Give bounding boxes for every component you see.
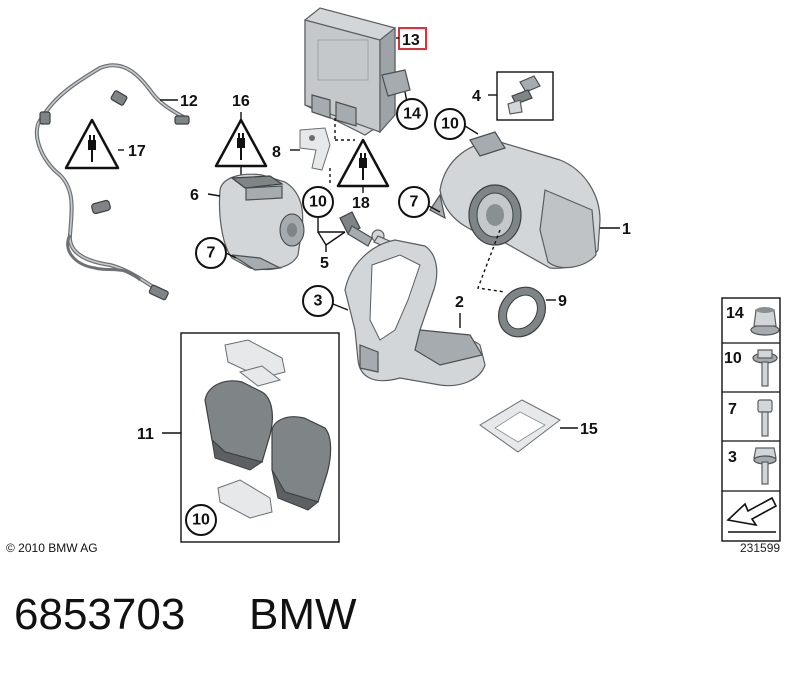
callout-12: 12 (180, 93, 198, 110)
callout-2: 2 (455, 294, 464, 311)
wear-sensor-cable (34, 63, 190, 301)
callout-10-pads: 10 (192, 512, 210, 529)
flange-bolt-icon (752, 349, 778, 387)
caliper-carrier (344, 239, 486, 387)
warning-triangle-16-icon (214, 118, 268, 168)
fastener-legend: 14 10 7 3 (721, 297, 781, 542)
callout-5: 5 (320, 255, 329, 272)
warning-triangle-18-icon (336, 138, 390, 188)
legend-label-3: 3 (728, 449, 737, 466)
callout-7-caliper: 7 (410, 194, 419, 211)
callout-4: 4 (472, 88, 481, 105)
image-number: 231599 (740, 541, 781, 555)
bleeder-valve (496, 71, 554, 121)
callout-8: 8 (272, 144, 281, 161)
grease-sachet (479, 399, 561, 453)
callout-16: 16 (232, 93, 250, 110)
callout-9: 9 (558, 293, 567, 310)
parking-brake-actuator (218, 173, 305, 271)
callout-3-carrier: 3 (314, 293, 323, 310)
part-number: 6853703 (14, 590, 186, 639)
flange-nut-icon (750, 307, 780, 336)
mounting-bracket (299, 127, 331, 171)
warning-triangle-17-icon (64, 118, 120, 170)
legend-label-7: 7 (728, 401, 737, 418)
control-unit (304, 7, 411, 136)
legend-label-14: 14 (726, 305, 744, 322)
callout-18: 18 (352, 195, 370, 212)
callout-10-caliper: 10 (441, 116, 459, 133)
callout-11: 11 (137, 426, 154, 443)
brand-name: BMW (249, 590, 357, 639)
copyright-notice: © 2010 BMW AG (6, 541, 98, 555)
callout-7-actuator: 7 (207, 245, 216, 262)
brake-pads (204, 339, 332, 519)
socket-bolt-icon (757, 399, 773, 437)
legend-label-10: 10 (724, 350, 742, 367)
hex-bolt-icon (753, 447, 777, 485)
callout-14: 14 (403, 106, 421, 123)
guide-pin-set (339, 211, 393, 249)
callout-15: 15 (580, 421, 598, 438)
callout-17: 17 (128, 143, 146, 160)
callout-1: 1 (622, 221, 631, 238)
direction-arrow-icon (726, 496, 778, 533)
piston-seal (498, 286, 546, 338)
callout-6: 6 (190, 187, 199, 204)
callout-13: 13 (402, 32, 420, 49)
callout-10-pin: 10 (309, 194, 327, 211)
brake-caliper (429, 131, 601, 269)
